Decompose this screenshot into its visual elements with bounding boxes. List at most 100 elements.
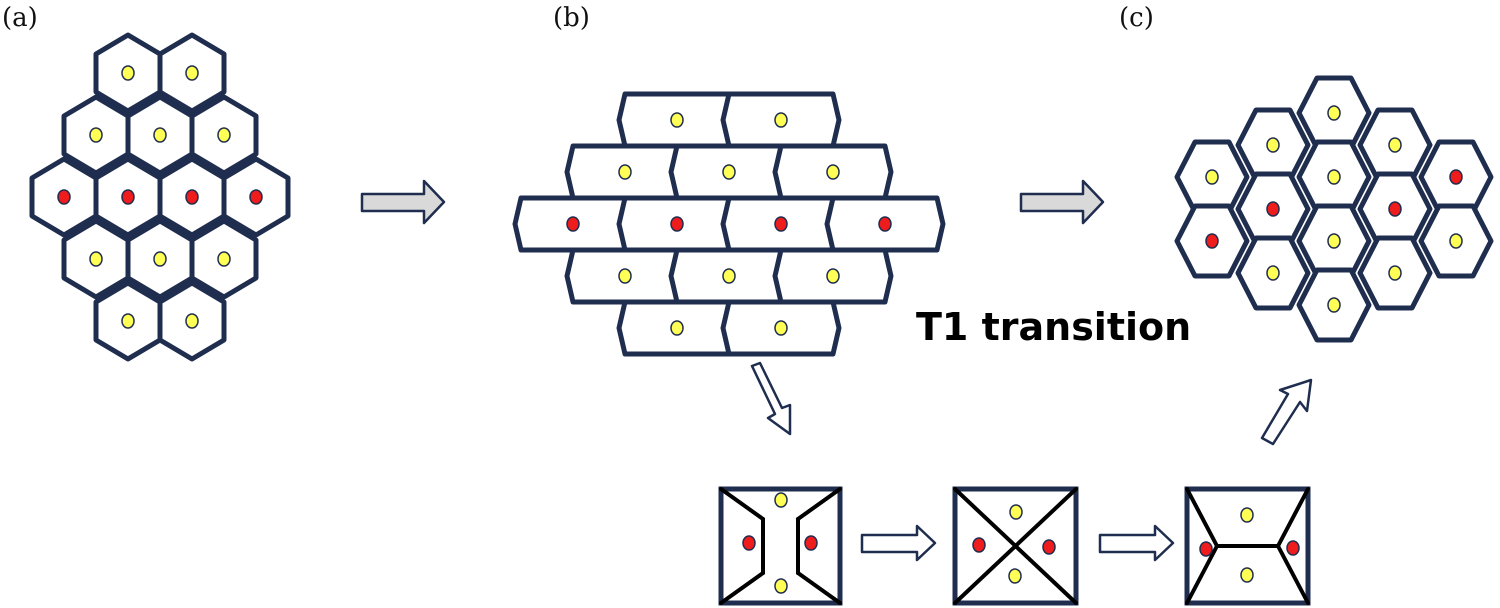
tissue-a-nucleus-red <box>249 189 263 205</box>
tissue-c-cell <box>1357 235 1433 311</box>
tissue-b-nucleus-yellow <box>722 164 736 180</box>
arrow-step3-to-c <box>1260 378 1313 446</box>
tissue-b-cell <box>772 143 894 201</box>
tissue-b-nucleus-yellow <box>618 268 632 284</box>
tissue-c-nucleus-yellow <box>1327 169 1341 185</box>
step1-nucleus-right <box>804 535 818 551</box>
step3-edge <box>1276 487 1310 548</box>
tissue-b-cell <box>616 195 738 253</box>
tissue-c-nucleus-yellow <box>1266 265 1280 281</box>
tissue-a-cell <box>125 218 195 300</box>
arrow-a-to-b <box>360 179 446 225</box>
t1-step-2 <box>952 486 1079 606</box>
tissue-a-nucleus-yellow <box>185 313 199 329</box>
tissue-a-nucleus-yellow <box>185 65 199 81</box>
tissue-b-nucleus-red <box>670 216 684 232</box>
tissue-b-nucleus-yellow <box>774 112 788 128</box>
tissue-a-nucleus-yellow <box>153 251 167 267</box>
arrow-step2-to-step3 <box>1098 524 1175 562</box>
tissue-c-nucleus-yellow <box>1388 265 1402 281</box>
step1-nucleus-top <box>774 492 788 508</box>
arrows <box>360 179 1313 562</box>
tissue-b-nucleus-yellow <box>826 268 840 284</box>
tissue-a-cell <box>93 32 163 114</box>
tissue-c-cell <box>1235 171 1311 247</box>
tissue-c-nucleus-yellow <box>1266 137 1280 153</box>
tissue-c-cell <box>1418 139 1494 215</box>
step2-edge <box>953 487 1078 605</box>
tissue-b-nucleus-yellow <box>670 112 684 128</box>
step3-edge <box>1276 544 1310 605</box>
tissue-a-nucleus-yellow <box>89 251 103 267</box>
step2-nucleus-bottom <box>1008 568 1022 584</box>
tissue-b-nucleus-yellow <box>670 320 684 336</box>
tissue-a-nucleus-yellow <box>89 127 103 143</box>
step1-nucleus-bottom <box>774 578 788 594</box>
step1-edge <box>796 571 842 605</box>
t1-step-3 <box>1184 486 1311 606</box>
step3-edge <box>1185 544 1219 605</box>
tissue-c-cell <box>1357 171 1433 247</box>
arrow-b-to-c <box>1019 179 1105 225</box>
tissue-c-cell <box>1174 139 1250 215</box>
panel-label-c: (c) <box>1119 3 1154 33</box>
t1-transition-label: T1 transition <box>916 305 1191 349</box>
panel-label-b: (b) <box>553 3 590 33</box>
tissue-c-nucleus-yellow <box>1388 137 1402 153</box>
tissue-c-nucleus-red <box>1266 201 1280 217</box>
step1-edge <box>719 571 765 605</box>
tissue-b-nucleus-yellow <box>722 268 736 284</box>
tissue-a-cell <box>221 156 291 238</box>
tissue-a-nucleus-red <box>57 189 71 205</box>
tissue-b-cell <box>824 195 946 253</box>
tissue-a-nucleus-yellow <box>217 251 231 267</box>
t1-step-1 <box>718 486 843 606</box>
tissue-a-cell <box>157 156 227 238</box>
tissue-a-cell <box>189 94 259 176</box>
tissue-c-cell <box>1418 203 1494 279</box>
tissue-c-nucleus-yellow <box>1449 233 1463 249</box>
tissue-c-nucleus-yellow <box>1327 297 1341 313</box>
tissue-b-cell <box>720 91 842 149</box>
tissue-a-nucleus-yellow <box>217 127 231 143</box>
tissue-b-cell <box>720 299 842 357</box>
step3-edge <box>1185 487 1219 548</box>
tissue-c-cell <box>1296 267 1372 343</box>
tissue-a-cell <box>157 32 227 114</box>
tissue-a-cell <box>61 218 131 300</box>
tissue-c-cell <box>1357 107 1433 183</box>
tissue-b-cell <box>616 91 738 149</box>
tissue-a-cell <box>189 218 259 300</box>
tissue-b-cell <box>512 195 634 253</box>
tissue-b-cell <box>564 247 686 305</box>
tissue-c-cell <box>1296 139 1372 215</box>
arrow-b-to-step1 <box>750 361 792 436</box>
step3-nucleus-bottom <box>1240 567 1254 583</box>
tissue-c-cell <box>1235 107 1311 183</box>
step1-edge <box>796 487 842 521</box>
tissue-b-nucleus-yellow <box>774 320 788 336</box>
tissue-a-nucleus-yellow <box>121 313 135 329</box>
tissue-b-nucleus-red <box>878 216 892 232</box>
tissue-b-cell <box>772 247 894 305</box>
tissue-c-rearranged <box>1174 75 1494 343</box>
tissue-b-nucleus-red <box>774 216 788 232</box>
tissue-a-nucleus-yellow <box>153 127 167 143</box>
tissue-c-nucleus-red <box>1205 233 1219 249</box>
tissue-c-nucleus-yellow <box>1327 105 1341 121</box>
tissue-a-hexagonal <box>29 32 291 362</box>
tissue-a-nucleus-yellow <box>121 65 135 81</box>
tissue-a-nucleus-red <box>121 189 135 205</box>
tissue-b-nucleus-yellow <box>618 164 632 180</box>
tissue-a-nucleus-red <box>185 189 199 205</box>
tissue-c-nucleus-yellow <box>1327 233 1341 249</box>
tissue-b-cell <box>668 247 790 305</box>
tissue-c-cell <box>1296 203 1372 279</box>
tissue-b-cell <box>668 143 790 201</box>
step3-nucleus-right <box>1286 540 1300 556</box>
step2-nucleus-right <box>1042 539 1056 555</box>
step3-nucleus-left <box>1199 541 1213 557</box>
tissue-c-nucleus-yellow <box>1205 169 1219 185</box>
tissue-c-cell <box>1235 235 1311 311</box>
